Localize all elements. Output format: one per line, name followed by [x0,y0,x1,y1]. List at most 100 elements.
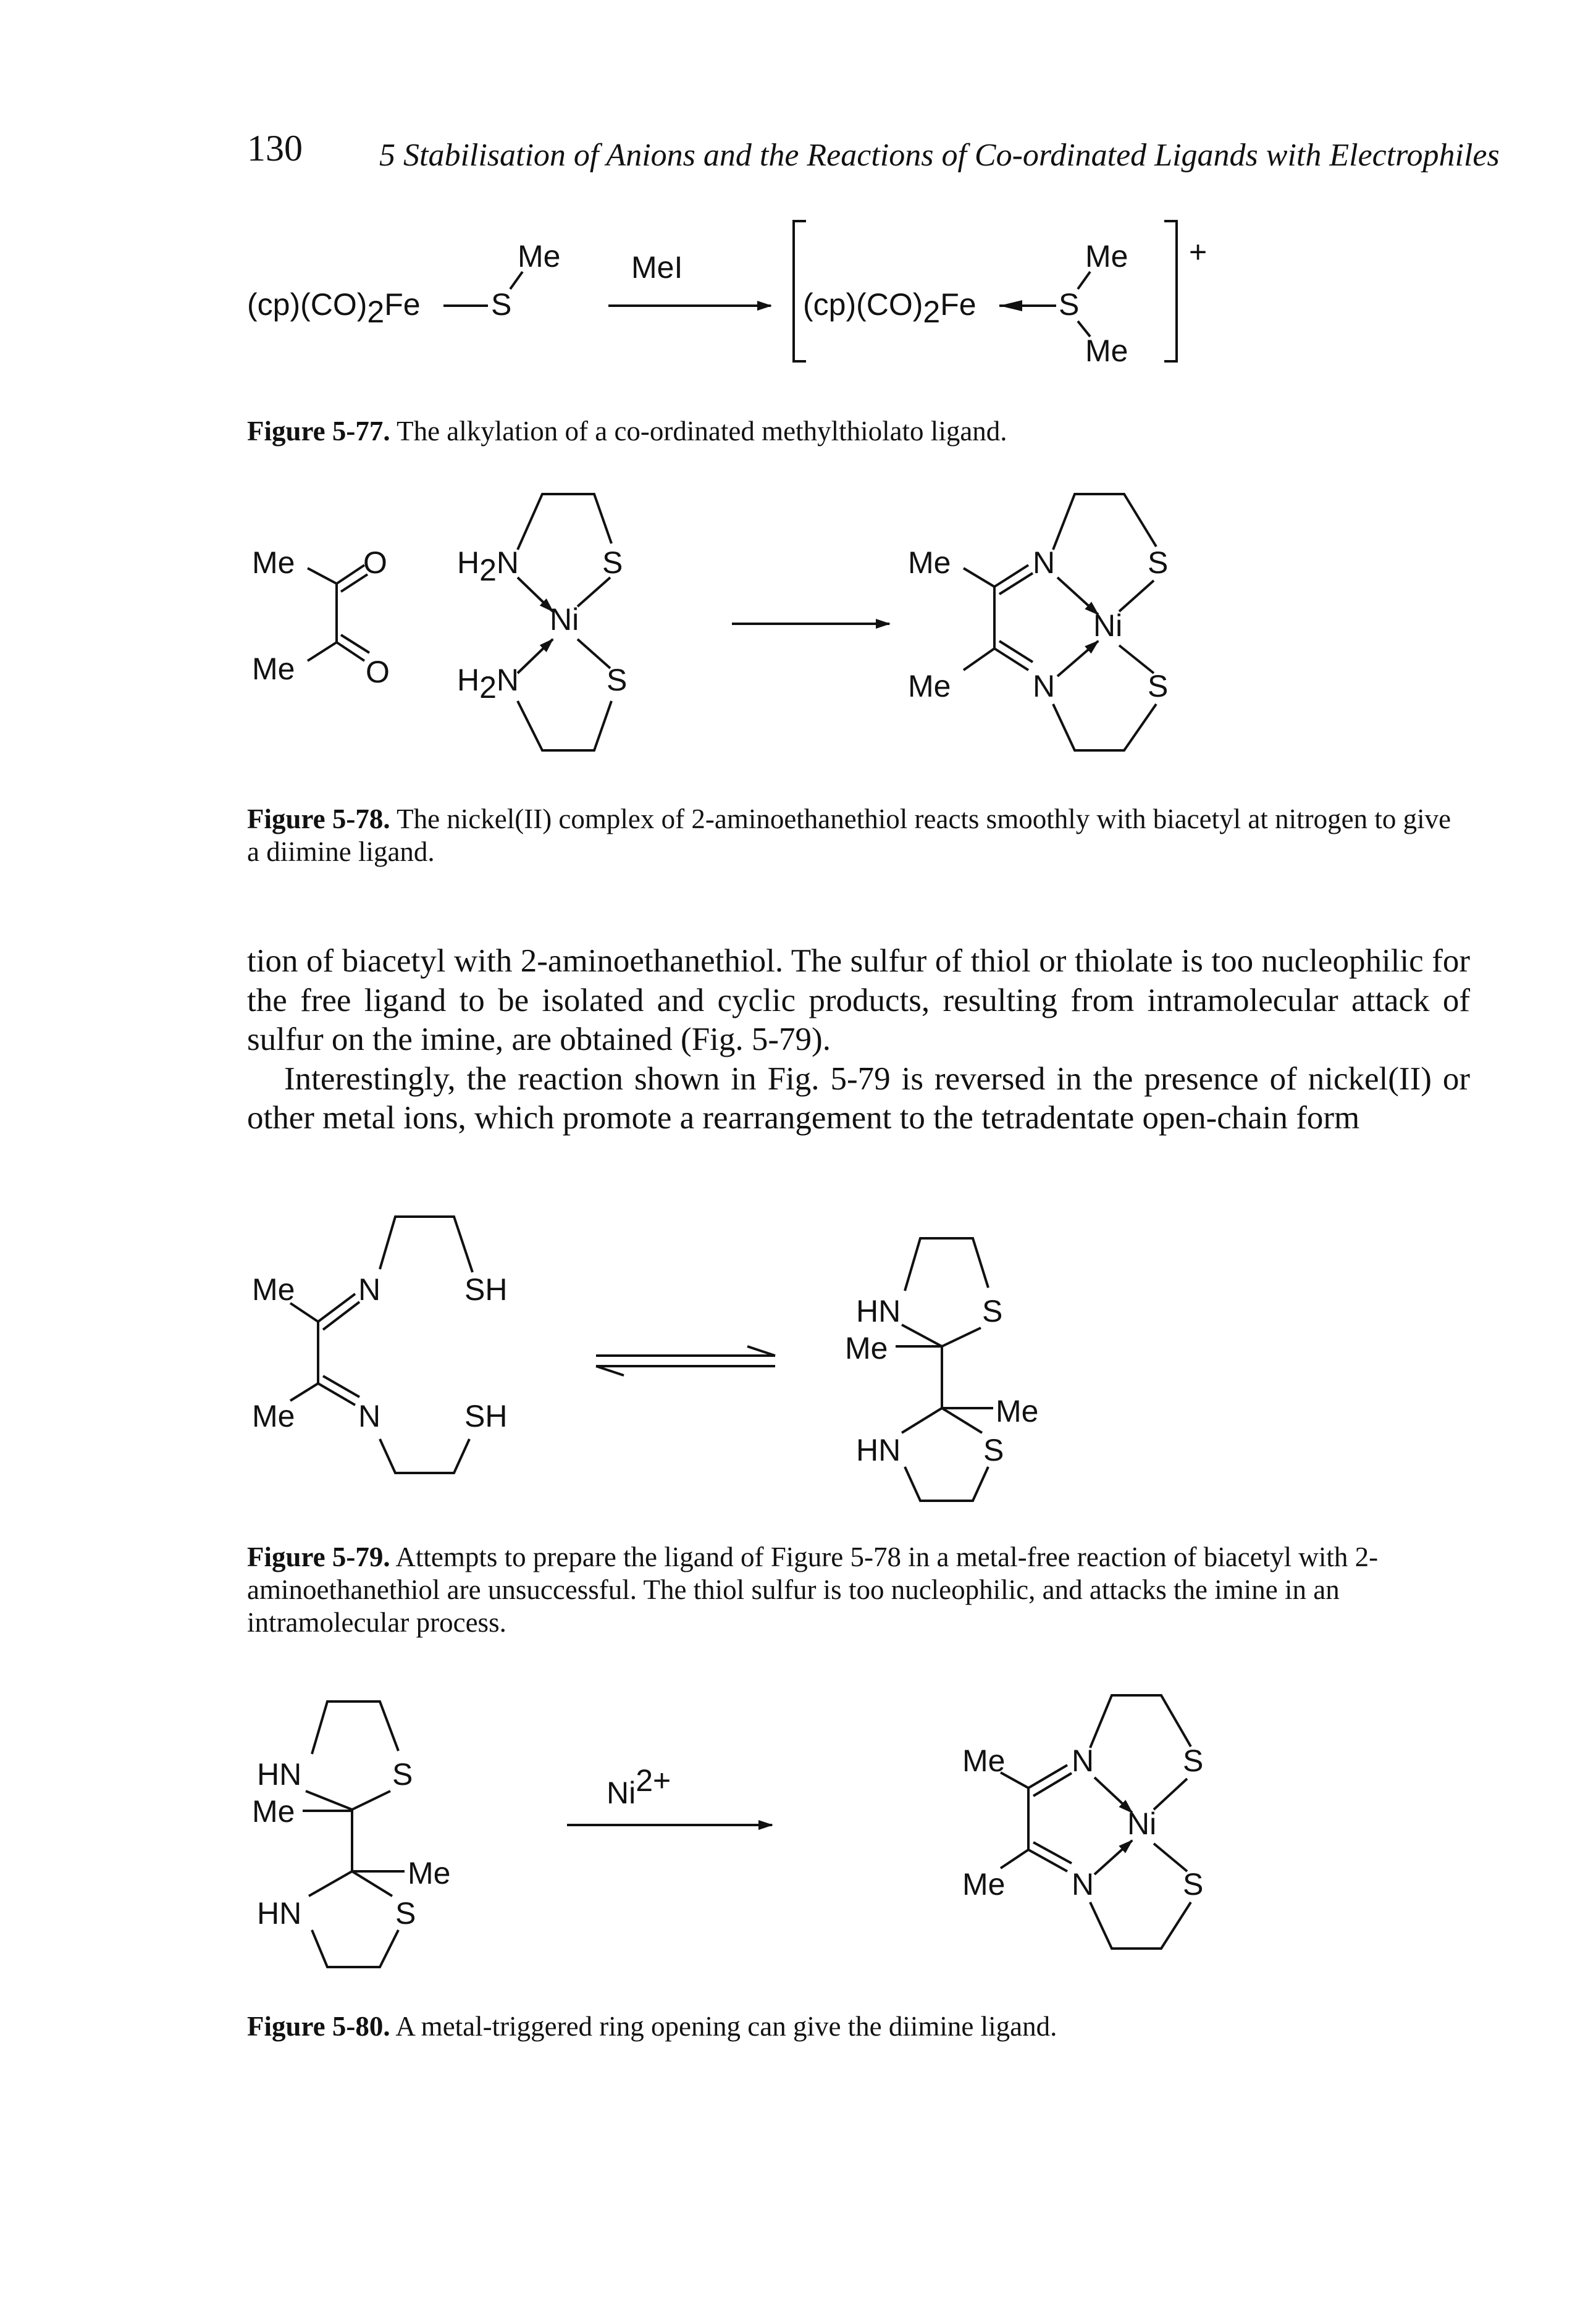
chelate-ring-upper [1089,1694,1192,1748]
bond [317,1293,356,1323]
bond [351,1790,391,1811]
biacetyl-o-lower: O [366,655,390,689]
me-upper: Me [252,1272,295,1307]
methyl-lower: Me [1085,334,1128,368]
chelate-ring-upper [516,493,613,550]
s-ni-bond-lower [576,638,611,669]
thioether-s-lower: S [395,1896,416,1931]
caption-label: Figure 5-77. [247,416,390,447]
bond [289,1302,319,1323]
thiazolidine-ring-upper [904,1237,989,1291]
dative-n-ni-lower [1093,1839,1133,1876]
bond [340,634,371,654]
s-me-bond [509,271,524,290]
paragraph-1: tion of biacetyl with 2-aminoethanethiol… [247,943,1470,1058]
thiazolidine-ring-lower [904,1466,989,1502]
dative-arrowhead [999,300,1022,311]
me-lower: Me [996,1394,1038,1429]
bond [305,1790,353,1811]
fe-complex-product: (cp)(CO)2Fe [803,287,976,329]
bond [306,641,338,662]
amine-h2n-lower: H2N [457,663,519,705]
thiolate-s-upper: S [1183,1743,1203,1778]
thiolate-s-upper: S [602,545,623,580]
caption-text: The nickel(II) complex of 2-aminoethanet… [247,803,1451,868]
fe-complex-reactant: (cp)(CO)2Fe [247,287,421,329]
chelate-ring-upper [1052,493,1157,550]
bond [289,1382,319,1402]
dative-n-ni-lower [516,638,554,674]
thiolate-s-lower: S [1183,1867,1203,1902]
caption-text: Attempts to prepare the ligand of Figure… [247,1542,1379,1638]
bond [998,640,1034,663]
s-me-bond-lower [1077,320,1091,338]
amine-hn-upper: HN [856,1294,901,1328]
caption-5-80: Figure 5-80. A metal-triggered ring open… [247,2010,1470,2043]
methyl-label: Me [518,239,560,274]
figure-5-80: HN S Me Me HN S Ni2+ Me Me N N S S Ni [252,1694,1203,1968]
s-ni-bond-upper [576,576,611,608]
body-text: tion of biacetyl with 2-aminoethanethiol… [247,942,1470,1138]
s-ni-bond-upper [1153,1777,1188,1811]
bond [941,1407,983,1434]
caption-text: The alkylation of a co-ordinated methylt… [397,416,1007,447]
dative-n-ni-lower [1056,640,1099,678]
s-me-bond-upper [1077,271,1091,290]
bond [307,567,337,585]
paragraph-2: Interestingly, the reaction shown in Fig… [247,1060,1470,1136]
dative-n-ni-upper [516,576,554,613]
bond [335,641,366,662]
nickel-center: Ni [550,602,579,637]
chelate-ring-lower [516,700,613,752]
bond [308,1870,353,1897]
diimine-me-upper: Me [908,545,951,580]
dative-n-ni-upper [1056,576,1099,616]
thiolate-s-upper: S [1148,545,1168,580]
diimine-me-upper: Me [962,1743,1005,1778]
bond [322,1375,360,1398]
equilibrium-half-head-forward [747,1345,776,1357]
bond [999,1848,1030,1869]
me-lower: Me [252,1399,295,1433]
methyl-upper: Me [1085,239,1128,274]
caption-label: Figure 5-79. [247,1542,390,1572]
bond [322,1301,361,1331]
caption-5-79: Figure 5-79. Attempts to prepare the lig… [247,1541,1470,1639]
me-upper: Me [252,1794,295,1829]
imine-n-lower: N [358,1399,380,1433]
right-bracket [1164,220,1178,363]
caption-label: Figure 5-78. [247,803,390,834]
dative-n-ni-upper [1093,1776,1133,1814]
bond [1028,1848,1068,1873]
bond [340,573,369,593]
chelate-ring-lower [1089,1901,1192,1950]
figure-5-77: (cp)(CO)2Fe S Me MeI (cp)(CO)2Fe S Me Me… [247,220,1207,368]
s-ni-bond-lower [1118,644,1155,674]
bond [1027,1764,1069,1789]
imine-n-lower: N [1033,669,1055,703]
thiol-sh-lower: SH [464,1399,507,1433]
thioether-s-upper: S [982,1294,1002,1328]
imine-n-upper: N [1033,545,1055,580]
ethyl-chain-lower [379,1438,471,1474]
amine-hn-lower: HN [257,1896,301,1931]
bond [901,1407,943,1434]
diimine-me-lower: Me [908,669,951,703]
imine-n-lower: N [1072,1867,1094,1902]
me-upper: Me [845,1331,888,1366]
me-lower: Me [408,1856,450,1890]
figure-5-79: Me Me N N SH SH HN S Me Me HN S [252,1215,1038,1502]
bond [993,647,1030,671]
bond [1033,1841,1072,1865]
bond [901,1324,943,1348]
amine-hn-lower: HN [856,1433,901,1467]
nickel-reagent: Ni2+ [607,1763,671,1810]
diimine-me-lower: Me [962,1867,1005,1902]
mei-reagent: MeI [631,250,682,285]
running-head: 5 Stabilisation of Anions and the Reacti… [379,138,1500,173]
bond [962,567,996,588]
bond [351,1870,393,1897]
thioether-s-upper: S [392,1757,413,1792]
biacetyl-me-upper: Me [252,545,295,580]
caption-text: A metal-triggered ring opening can give … [395,2011,1057,2042]
